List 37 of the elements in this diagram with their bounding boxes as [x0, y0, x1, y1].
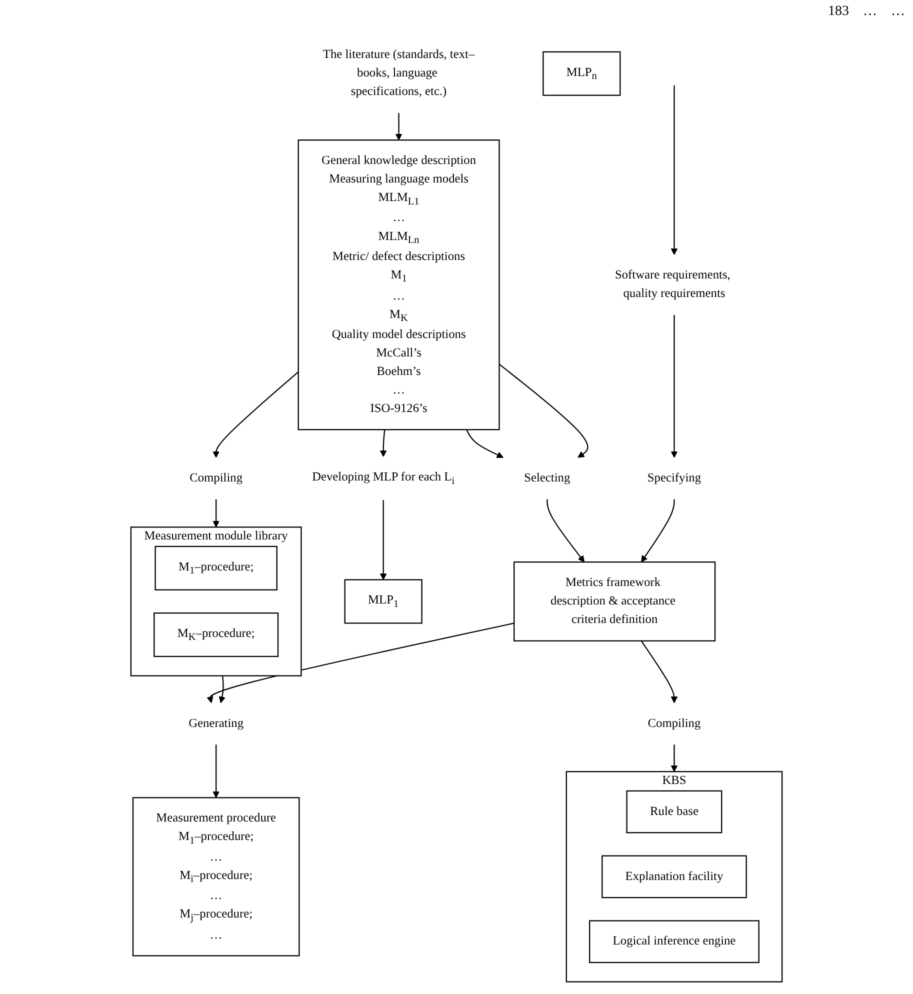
node-text: Software requirements, quality requirements	[614, 268, 730, 300]
node-box: MLP$_{1}$	[344, 579, 422, 624]
arrow	[380, 430, 387, 457]
node-box: Logical inference engine	[589, 920, 760, 964]
node-box: Measurement procedure M$_{1}$–procedure; … M$_{i}$–procedure; … M$_{j}$–procedure; …	[132, 797, 300, 956]
arrow	[670, 314, 678, 458]
node-box: Explanation facility	[602, 855, 747, 898]
note-text: …	[891, 4, 905, 20]
arrow	[380, 500, 387, 580]
node-text: Generating	[188, 716, 244, 730]
node-box: M$_{1}$–procedure;	[154, 546, 278, 590]
arrow	[206, 622, 514, 704]
arrow	[670, 744, 678, 772]
arrow	[212, 744, 220, 798]
arrow	[212, 371, 299, 458]
node-box: M$_{K}$–procedure;	[154, 612, 279, 658]
note-text: 183	[828, 4, 849, 20]
note-text: …	[863, 4, 877, 20]
arrow	[546, 499, 585, 562]
node-text: Compiling	[648, 716, 701, 730]
arrow	[212, 499, 220, 528]
node-text: Developing MLP for each L$_{i}$	[312, 470, 455, 486]
arrow	[218, 676, 226, 704]
arrow	[641, 499, 675, 562]
node-text: Specifying	[647, 471, 702, 485]
node-box: Metrics framework description & acceptance criteria definition	[514, 561, 716, 642]
arrow	[395, 113, 402, 140]
arrow	[498, 364, 588, 458]
arrow	[466, 429, 504, 458]
node-box: Rule base	[626, 790, 722, 834]
node-box: MLP$_{n}$	[542, 51, 621, 96]
arrow	[670, 85, 678, 255]
node-text: The literature (standards, text–books, language specifications, etc.)	[322, 48, 475, 98]
node-text: Compiling	[190, 471, 243, 485]
arrow	[640, 640, 678, 704]
node-box: General knowledge description Measuring language models MLM$_{L1}$ … MLM$_{Ln}$ Metric/ defect descriptions M$_{1}$ … M$_{K}$ Quality model descriptions McCall’s Boehm’s … ISO-9126’s	[298, 139, 500, 430]
node-text: Selecting	[524, 471, 570, 485]
